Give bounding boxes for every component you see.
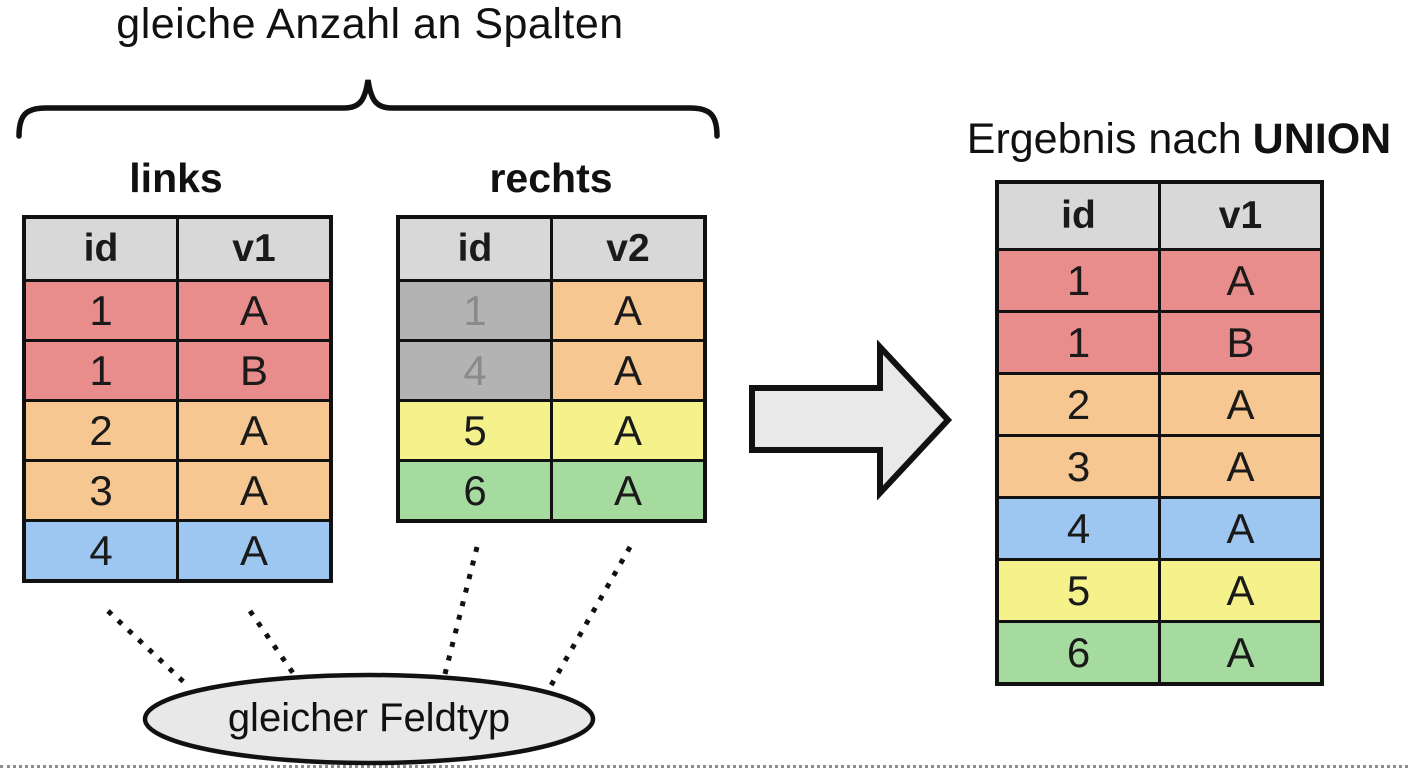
bottom-edge-artifact xyxy=(0,765,1408,768)
table-cell: A xyxy=(1158,372,1324,437)
table-cell: A xyxy=(1158,620,1324,686)
result-title-prefix: Ergebnis nach xyxy=(966,115,1242,163)
table-cell: 6 xyxy=(995,620,1161,686)
curly-brace xyxy=(16,79,720,139)
table-cell: A xyxy=(1158,558,1324,623)
table-cell: 5 xyxy=(396,399,553,462)
columns-caption: gleiche Anzahl an Spalten xyxy=(116,0,624,48)
table-cell: A xyxy=(1158,434,1324,499)
table-cell: B xyxy=(176,339,333,402)
table-cell: 5 xyxy=(995,558,1161,623)
table-cell: 4 xyxy=(396,339,553,402)
table-cell: A xyxy=(550,459,707,523)
table-cell: 4 xyxy=(995,496,1161,561)
column-header: v1 xyxy=(1158,180,1324,251)
table-cell: A xyxy=(550,399,707,462)
left-table-label: links xyxy=(129,155,223,201)
table-cell: 1 xyxy=(995,248,1161,313)
table-cell: A xyxy=(1158,496,1324,561)
table-cell: 1 xyxy=(396,279,553,342)
table-cell: 1 xyxy=(995,310,1161,375)
table-cell: A xyxy=(550,339,707,402)
table-cell: 1 xyxy=(22,279,179,342)
column-header: v2 xyxy=(550,215,707,282)
table-cell: A xyxy=(176,399,333,462)
field-type-label: gleicher Feldtyp xyxy=(227,696,511,740)
table-cell: 4 xyxy=(22,519,179,583)
table-cell: 3 xyxy=(995,434,1161,499)
table-cell: A xyxy=(176,519,333,583)
table-cell: 6 xyxy=(396,459,553,523)
column-header: id xyxy=(396,215,553,282)
table-cell: 1 xyxy=(22,339,179,402)
right-table-label: rechts xyxy=(489,155,613,201)
column-header: id xyxy=(22,215,179,282)
table-cell: 2 xyxy=(995,372,1161,437)
table-cell: 3 xyxy=(22,459,179,522)
column-header: v1 xyxy=(176,215,333,282)
result-title-union: UNION xyxy=(1252,115,1392,163)
table-cell: A xyxy=(550,279,707,342)
table-cell: 2 xyxy=(22,399,179,462)
union-arrow-icon xyxy=(749,340,953,500)
table-cell: A xyxy=(176,279,333,342)
table-cell: B xyxy=(1158,310,1324,375)
table-cell: A xyxy=(176,459,333,522)
table-cell: A xyxy=(1158,248,1324,313)
column-header: id xyxy=(995,180,1161,251)
